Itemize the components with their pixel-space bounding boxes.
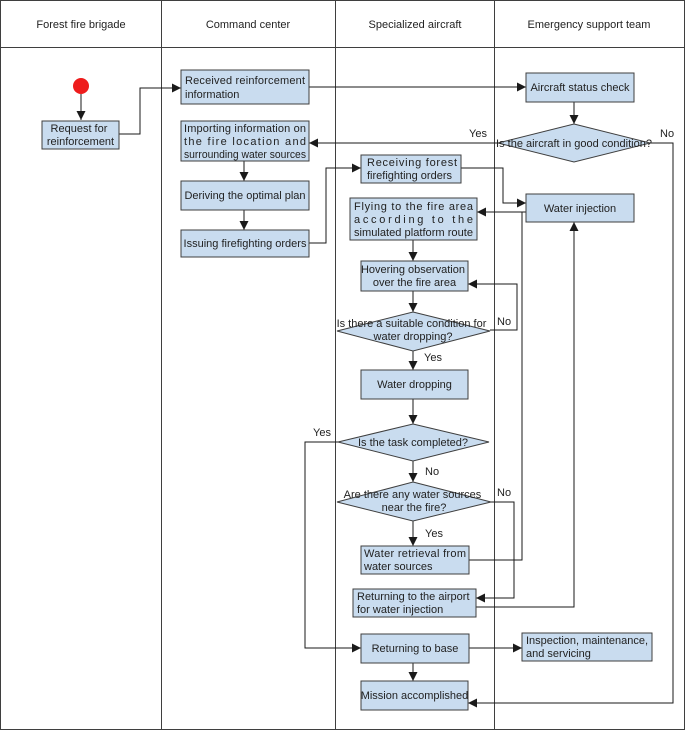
node-label: Water injection [544, 203, 616, 215]
node-water-dropping: Water dropping [360, 369, 469, 400]
node-status-check: Aircraft status check [525, 72, 635, 103]
edge-issuing-receiving [309, 163, 361, 244]
edge-retrieval-return [469, 212, 523, 561]
edge-label-condition-yes: Yes [469, 128, 487, 140]
edge-request-received [119, 83, 181, 135]
node-label-line: Are there any water sources [344, 489, 482, 501]
node-returning-base: Returning to base [360, 633, 470, 664]
node-good-condition-decision: Is the aircraft in good condition? [496, 123, 652, 163]
edge-label-condition-no: No [660, 128, 674, 140]
node-label-line: Returning to the airport [357, 591, 470, 603]
node-label: Are there any water sources near the fir… [344, 489, 485, 514]
node-label-line: for water injection [357, 604, 443, 616]
node-label: Receiving forest firefighting orders [367, 157, 461, 182]
node-importing: Importing information on the fire locati… [180, 120, 310, 162]
node-label: Hovering observation over the fire area [361, 264, 468, 289]
edge-label-completed-yes: Yes [313, 427, 331, 439]
edge-label-suitable-yes: Yes [424, 352, 442, 364]
edge-receiving-injection [461, 167, 526, 208]
node-label: Aircraft status check [530, 82, 630, 94]
node-label-line: the fire location and [184, 136, 306, 148]
node-water-sources-decision: Are there any water sources near the fir… [336, 481, 492, 522]
node-label-line: Receiving forest [367, 157, 457, 169]
node-label: Flying to the fire area according to the… [354, 201, 479, 239]
edge-airport-injection [476, 222, 579, 608]
node-inspection: Inspection, maintenance, and servicing [521, 632, 653, 662]
node-label-line: Is there a suitable condition for [337, 318, 487, 330]
node-label-line: simulated platform route [354, 227, 473, 239]
node-label-line: Hovering observation [361, 264, 465, 276]
lane-header-brigade: Forest fire brigade [36, 19, 125, 31]
node-label-line: Request for [51, 123, 108, 135]
connectors [76, 82, 674, 708]
node-label: Inspection, maintenance, and servicing [526, 635, 651, 660]
start-dot [73, 78, 89, 94]
node-request: Request for reinforcement [41, 120, 120, 150]
node-received: Received reinforcement information [180, 69, 310, 105]
node-label: Issuing firefighting orders [184, 238, 307, 250]
node-label-line: firefighting orders [367, 170, 452, 182]
node-label: Returning to the airport for water injec… [357, 591, 473, 616]
node-deriving: Deriving the optimal plan [180, 180, 310, 211]
node-label: Mission accomplished [361, 690, 469, 702]
edge-completed-yes [304, 441, 361, 653]
node-label: Received reinforcement information [185, 75, 308, 101]
edge-labels: Yes No No Yes Yes No No Yes [313, 128, 674, 540]
node-label-line: surrounding water sources [184, 149, 306, 161]
node-water-injection: Water injection [525, 193, 635, 223]
node-label-line: over the fire area [373, 277, 457, 289]
node-label-line: according to the [354, 214, 473, 226]
node-label: Is the task completed? [358, 437, 468, 449]
node-mission-accomplished: Mission accomplished [360, 680, 469, 711]
node-label-line: Received reinforcement [185, 75, 305, 87]
node-label: Is there a suitable condition for water … [337, 318, 490, 343]
edge-label-sources-no: No [497, 487, 511, 499]
node-suitable-decision: Is there a suitable condition for water … [337, 311, 491, 352]
node-label: Water retrieval from water sources [363, 548, 469, 573]
node-label-line: and servicing [526, 648, 591, 660]
node-label-line: near the fire? [382, 502, 447, 514]
node-receiving-orders: Receiving forest firefighting orders [360, 154, 462, 184]
node-label-line: Water retrieval from [364, 548, 466, 560]
node-label: Returning to base [372, 643, 459, 655]
edge-label-sources-yes: Yes [425, 528, 443, 540]
node-label: Water dropping [377, 379, 452, 391]
node-label-line: Inspection, maintenance, [526, 635, 648, 647]
lane-header-command: Command center [206, 19, 291, 31]
edge-label-completed-no: No [425, 466, 439, 478]
node-hovering: Hovering observation over the fire area [360, 260, 469, 292]
lane-header-support: Emergency support team [528, 19, 651, 31]
node-issuing: Issuing firefighting orders [180, 229, 310, 258]
node-completed-decision: Is the task completed? [337, 423, 490, 462]
node-flying: Flying to the fire area according to the… [349, 197, 479, 241]
node-label-line: reinforcement [47, 136, 114, 148]
edge-suitable-no [468, 279, 518, 331]
node-label: Deriving the optimal plan [184, 190, 305, 202]
edge-condition-no [468, 142, 674, 708]
node-label: Is the aircraft in good condition? [496, 138, 652, 150]
node-returning-airport: Returning to the airport for water injec… [352, 588, 477, 618]
node-label-line: Flying to the fire area [354, 201, 474, 213]
node-label: Request for reinforcement [47, 123, 114, 148]
node-label-line: water dropping? [373, 331, 453, 343]
node-label-line: water sources [363, 561, 433, 573]
node-water-retrieval: Water retrieval from water sources [360, 545, 470, 575]
lane-header-aircraft: Specialized aircraft [369, 19, 462, 31]
node-label-line: Importing information on [184, 123, 306, 135]
edge-label-suitable-no: No [497, 316, 511, 328]
edge-sources-no [476, 501, 515, 603]
node-label-line: information [185, 89, 239, 101]
